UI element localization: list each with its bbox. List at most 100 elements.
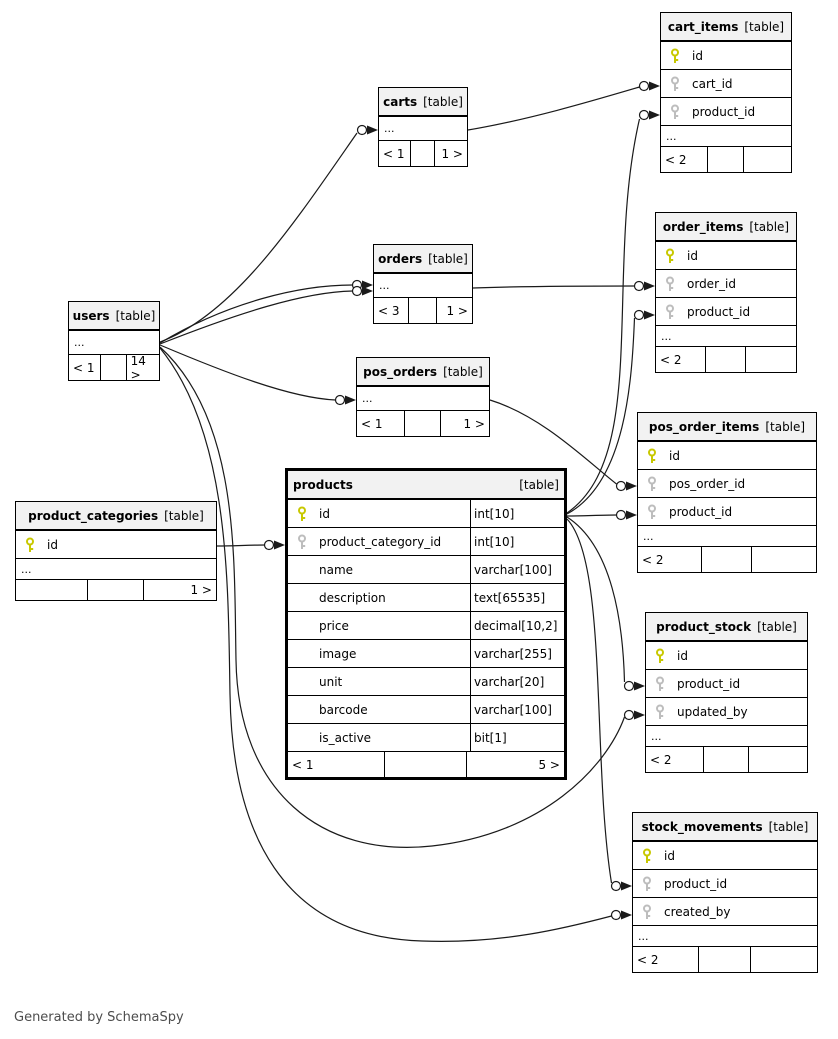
column-type: bit[1] [474, 730, 507, 745]
generator-note: Generated by SchemaSpy [14, 1010, 184, 1025]
column-name: image [319, 646, 357, 661]
column-name: created_by [664, 904, 731, 919]
foreign-key-icon [642, 904, 652, 920]
edge-products-pos_order_items [566, 514, 617, 517]
column-name: unit [319, 674, 343, 689]
edge-users-pos_orders [159, 344, 336, 401]
table-header[interactable]: cart_items [table] [661, 13, 791, 42]
edge-products-cart_items [566, 118, 641, 514]
child-count [746, 347, 796, 372]
column-row: product_category_id int[10] [288, 528, 564, 556]
hidden-columns-ellipsis: ... [638, 526, 816, 547]
table-header[interactable]: order_items [table] [656, 213, 796, 242]
column-name: price [319, 618, 349, 633]
footer-middle [708, 147, 745, 172]
foreign-key-icon [665, 276, 675, 292]
column-type: varchar[100] [474, 562, 552, 577]
table-node-pos_order_items[interactable]: pos_order_items [table] id pos_order_id … [637, 412, 817, 573]
parent-count: < 1 [357, 411, 405, 436]
child-count [752, 547, 816, 572]
column-row: barcode varchar[100] [288, 696, 564, 724]
edge-endpoint-product_stock-updated_by [623, 709, 645, 721]
parent-count: < 1 [69, 355, 102, 380]
child-count: 1 > [446, 303, 468, 318]
table-header[interactable]: pos_order_items [table] [638, 413, 816, 442]
table-node-users[interactable]: users [table] ... < 1 14 > [68, 301, 160, 382]
child-count: 14 > [130, 353, 146, 382]
edge-products-stock_movements [566, 518, 613, 884]
footer-middle [704, 747, 750, 772]
edge-products-order_items [566, 317, 636, 515]
footer-middle [385, 752, 467, 777]
table-header[interactable]: stock_movements [table] [633, 813, 817, 842]
edge-endpoint-cart_items-product_id [638, 109, 660, 121]
table-header[interactable]: product_stock [table] [646, 613, 807, 642]
foreign-key-icon [670, 104, 680, 120]
column-row: id [633, 842, 817, 870]
column-row: pos_order_id [638, 470, 816, 498]
foreign-key-icon [647, 504, 657, 520]
table-header[interactable]: orders [table] [374, 245, 472, 274]
footer-middle [88, 580, 144, 600]
table-node-pos_orders[interactable]: pos_orders [table] ... < 1 1 > [356, 357, 490, 437]
table-name: products [293, 477, 353, 492]
table-node-orders[interactable]: orders [table] ... < 3 1 > [373, 244, 473, 324]
table-node-cart_items[interactable]: cart_items [table] id cart_id product_id… [660, 12, 792, 173]
hidden-columns-ellipsis: ... [379, 117, 467, 141]
foreign-key-icon [655, 676, 665, 692]
column-type: int[10] [474, 534, 515, 549]
edge-endpoint-stock_movements-created_by [610, 909, 632, 921]
hidden-columns-ellipsis: ... [661, 126, 791, 147]
column-row: id [661, 42, 791, 70]
column-name: description [319, 590, 386, 605]
column-name: id [669, 448, 680, 463]
edge-endpoint-product_stock-product_id [623, 680, 645, 692]
table-tag: [table] [768, 819, 809, 834]
table-footer: < 2 [661, 147, 791, 172]
table-footer: < 2 [646, 747, 807, 772]
column-type: varchar[20] [474, 674, 545, 689]
column-row: product_id [638, 498, 816, 526]
primary-key-icon [647, 448, 657, 464]
table-node-carts[interactable]: carts [table] ... < 1 1 > [378, 87, 468, 167]
child-count: 1 > [463, 416, 485, 431]
table-header[interactable]: product_categories [table] [16, 502, 216, 531]
column-row: product_id [656, 298, 796, 326]
table-tag: [table] [749, 219, 790, 234]
table-name: order_items [662, 219, 744, 234]
child-count: 1 > [441, 146, 463, 161]
primary-key-icon [665, 248, 675, 264]
column-row: created_by [633, 898, 817, 926]
table-node-product_stock[interactable]: product_stock [table] id product_id upda… [645, 612, 808, 773]
table-header[interactable]: pos_orders [table] [357, 358, 489, 387]
edge-endpoint-products-product_category_id [263, 539, 285, 551]
foreign-key-icon [655, 704, 665, 720]
column-name: updated_by [677, 704, 748, 719]
table-header[interactable]: users [table] [69, 302, 159, 331]
column-row: unit varchar[20] [288, 668, 564, 696]
table-name: users [72, 308, 110, 323]
column-name: id [677, 648, 688, 663]
table-tag: [table] [757, 619, 797, 634]
table-header[interactable]: carts [table] [379, 88, 467, 117]
column-name: product_id [692, 104, 756, 119]
hidden-columns-ellipsis: ... [374, 274, 472, 298]
foreign-key-icon [670, 76, 680, 92]
edge-endpoint-carts [356, 124, 378, 136]
child-count: 1 > [190, 583, 212, 597]
column-name: product_category_id [319, 534, 442, 549]
table-name: product_stock [656, 619, 752, 634]
table-header[interactable]: products [table] [288, 471, 564, 500]
table-node-stock_movements[interactable]: stock_movements [table] id product_id cr… [632, 812, 818, 973]
table-node-product_categories[interactable]: product_categories [table] id ... 1 > [15, 501, 217, 601]
table-tag: [table] [519, 477, 559, 492]
edge-endpoint-cart_items-cart_id [638, 80, 660, 92]
table-node-products[interactable]: products [table] id int[10] product_cate… [285, 468, 567, 780]
hidden-columns-ellipsis: ... [646, 726, 807, 747]
table-node-order_items[interactable]: order_items [table] id order_id product_… [655, 212, 797, 373]
edge-pos_orders-pos_order_items [489, 399, 617, 485]
column-row: id [16, 531, 216, 559]
footer-middle [409, 298, 437, 323]
